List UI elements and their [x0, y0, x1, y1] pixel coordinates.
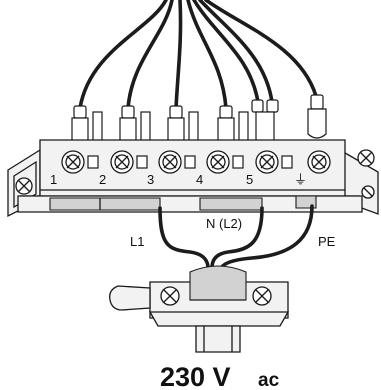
wire-l1: [158, 206, 210, 270]
wire-to-terminal-1: [78, 0, 168, 110]
screw-2: [110, 150, 148, 174]
terminal-label-3: 3: [147, 172, 154, 187]
wire-n: [210, 206, 264, 270]
upper-wire-bundle: [78, 0, 318, 110]
wire-label-pe: PE: [318, 234, 336, 249]
terminal-label-1: 1: [50, 172, 57, 187]
screw-ground: [307, 150, 331, 174]
wire-label-l1: L1: [130, 234, 144, 249]
wire-to-terminal-4: [186, 0, 228, 110]
wire-label-n: N (L2): [206, 216, 242, 231]
screw-3: [158, 150, 196, 174]
spade-connectors: [71, 94, 327, 145]
supply-voltage-unit: ac: [258, 370, 280, 390]
terminal-label-4: 4: [196, 172, 203, 187]
terminal-screws: [61, 150, 331, 174]
terminal-label-2: 2: [99, 172, 106, 187]
wire-to-terminal-5a: [192, 0, 260, 104]
terminal-labels: 1 2 3 4 5 ⏚: [50, 172, 307, 187]
terminal-label-5: 5: [246, 172, 253, 187]
wire-to-ground: [204, 0, 318, 98]
wire-to-terminal-2: [126, 0, 174, 110]
cable-sheath: [195, 325, 241, 353]
wire-to-terminal-5b: [198, 0, 274, 104]
supply-wires: [158, 204, 314, 272]
cable-clamp: [109, 265, 290, 327]
lower-clamp-bars: [49, 195, 317, 211]
screw-4: [206, 150, 244, 174]
terminal-label-ground: ⏚: [294, 172, 307, 187]
wire-to-terminal-3: [174, 0, 183, 110]
wire-pe: [218, 204, 314, 272]
screw-5: [255, 150, 293, 174]
supply-voltage-label: 230 V: [160, 362, 231, 390]
screw-1: [61, 150, 99, 174]
